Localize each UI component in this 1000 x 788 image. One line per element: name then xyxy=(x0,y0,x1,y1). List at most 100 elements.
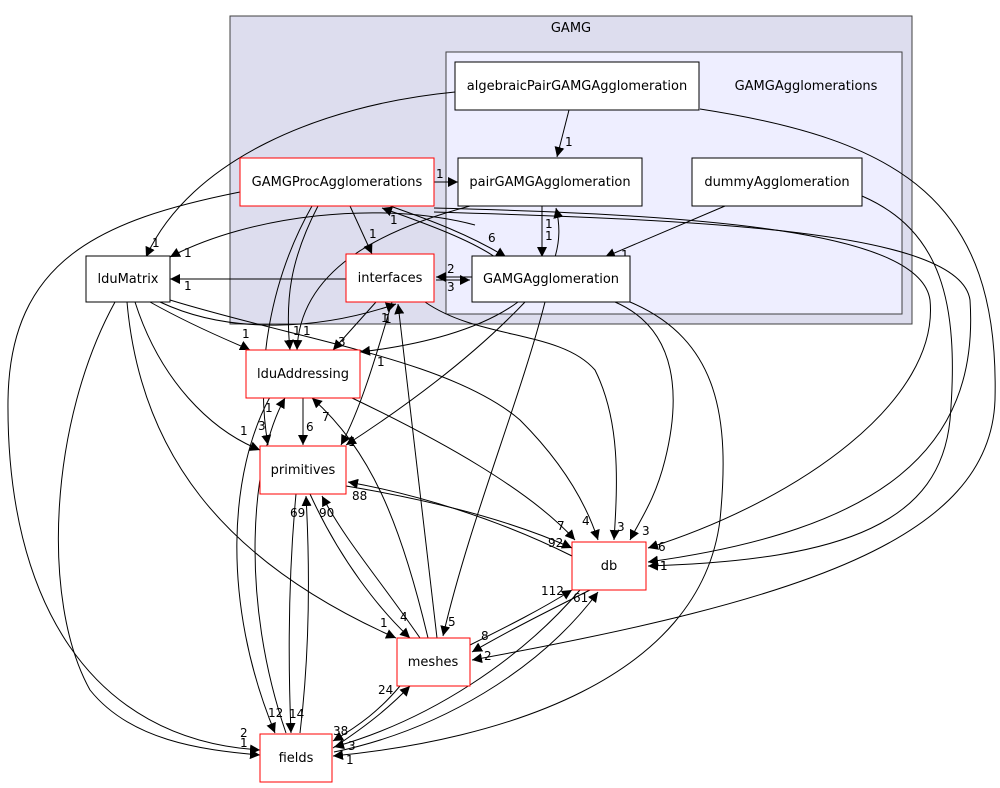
edge-ldumatrix-interfaces xyxy=(159,301,397,326)
edge-label: 2 xyxy=(484,649,492,663)
node-primitives[interactable]: primitives xyxy=(259,445,347,495)
edge-label: 2 xyxy=(240,726,248,740)
edge-label: 14 xyxy=(289,707,304,721)
edge-ldumatrix-db xyxy=(169,299,600,541)
edge-label: 3 xyxy=(258,419,266,433)
edge-label: 1 xyxy=(660,559,668,573)
edge-label: 7 xyxy=(322,410,330,424)
edge-label: 69 xyxy=(290,506,305,520)
node-gamgagglomeration[interactable]: GAMGAgglomeration xyxy=(471,255,631,303)
node-pairgamgagglomeration[interactable]: pairGAMGAgglomeration xyxy=(457,157,643,207)
edge-label: 3 xyxy=(348,739,356,753)
edge-ldumatrix-primitives xyxy=(134,301,261,451)
node-label: dummyAgglomeration xyxy=(704,175,849,190)
edge-label: 1 xyxy=(152,236,160,250)
edge-label: 3 xyxy=(642,524,650,538)
edge-ldumatrix-fields xyxy=(57,301,261,760)
node-label: db xyxy=(601,559,618,574)
node-label: lduMatrix xyxy=(97,272,158,287)
edge-gamgproc-db-a xyxy=(433,207,931,550)
edge-gamgagglomeration-db xyxy=(614,301,674,541)
edge-label: 6 xyxy=(488,231,496,245)
cluster-gamg-label: GAMG xyxy=(551,21,591,36)
edge-primitives-meshes xyxy=(309,493,411,639)
edge-fields-db xyxy=(333,591,599,753)
node-box xyxy=(239,157,435,207)
edge-gamgagglomeration-primitives xyxy=(345,301,526,446)
edge-gamgagglomeration-fields xyxy=(332,301,724,761)
node-meshes[interactable]: meshes xyxy=(396,637,471,687)
edge-fields-primitives xyxy=(299,495,312,734)
node-box xyxy=(345,253,435,303)
edge-primitives-db xyxy=(345,485,573,549)
edge-interfaces-db xyxy=(424,301,620,541)
node-interfaces[interactable]: interfaces xyxy=(345,253,435,303)
edge-label: 38 xyxy=(333,724,348,738)
edge-label: 1 xyxy=(303,324,311,338)
edge-label: 1 xyxy=(184,246,192,260)
node-box xyxy=(471,255,631,303)
edge-label: 1 xyxy=(369,227,377,241)
node-algebraicpairgamgagglomeration[interactable]: algebraicPairGAMGAgglomeration xyxy=(454,61,700,111)
edge-label: 1 xyxy=(545,217,553,231)
edge-label: 88 xyxy=(352,489,367,503)
edge-label: 1 xyxy=(660,559,668,573)
edge-label: 7 xyxy=(557,519,565,533)
edge-dummy-gamgagglomeration xyxy=(604,205,726,258)
edge-db-meshes xyxy=(471,589,591,653)
edge-ldumatrix-lduaddressing xyxy=(149,301,251,351)
node-box xyxy=(691,157,863,207)
edge-label: 1 xyxy=(346,753,354,767)
edge-label: 6 xyxy=(658,540,666,554)
edge-label: 1 xyxy=(384,312,392,326)
edge-primitives-fields xyxy=(285,493,297,734)
edge-label: 1 xyxy=(377,355,385,369)
node-label: meshes xyxy=(408,655,459,670)
edge-interfaces-primitives xyxy=(340,301,393,446)
node-label: algebraicPairGAMGAgglomeration xyxy=(467,79,687,94)
edge-label: 1 xyxy=(621,248,629,262)
edge-lduaddressing-db xyxy=(349,396,576,541)
edge-label: 1 xyxy=(240,736,248,750)
edge-gamgproc-fields xyxy=(7,191,261,755)
edge-algebraicpair-ldumatrix xyxy=(145,91,456,258)
edge-gamgproc-db-b xyxy=(433,211,972,566)
node-box xyxy=(85,255,171,303)
edge-label: 112 xyxy=(541,584,564,598)
edge-label: 2 xyxy=(447,262,455,276)
node-label: fields xyxy=(279,751,314,766)
edge-label: 1 xyxy=(240,424,248,438)
edge-label: 4 xyxy=(400,610,408,624)
edge-label: 12 xyxy=(268,706,283,720)
node-label: GAMGAgglomeration xyxy=(483,272,619,287)
edge-label: 1 xyxy=(381,311,389,325)
cluster-gamg-agglomerations-label: GAMGAgglomerations xyxy=(735,79,878,94)
edge-label: 1 xyxy=(390,213,398,227)
node-box xyxy=(396,637,471,687)
node-label: GAMGProcAgglomerations xyxy=(252,175,423,190)
edge-label: 5 xyxy=(448,615,456,629)
node-box xyxy=(245,349,361,399)
edge-label: 61 xyxy=(573,591,588,605)
edge-gamgagglomeration-meshes xyxy=(440,301,546,637)
node-box xyxy=(454,61,700,111)
edge-label: 1 xyxy=(242,327,250,341)
node-dummyagglomeration[interactable]: dummyAgglomeration xyxy=(691,157,863,207)
node-gamgprocagglomerations[interactable]: GAMGProcAgglomerations xyxy=(239,157,435,207)
node-label: interfaces xyxy=(358,271,423,286)
node-fields[interactable]: fields xyxy=(259,733,333,783)
node-label: lduAddressing xyxy=(257,367,349,382)
edges: 1 1 2 1 1 1 1 1 2 3 1 6 1 xyxy=(7,91,996,767)
node-lduaddressing[interactable]: lduAddressing xyxy=(245,349,361,399)
edge-label: 1 xyxy=(565,135,573,149)
edge-label: 8 xyxy=(481,629,489,643)
edge-dummy-db xyxy=(647,195,953,571)
edge-gamgproc-gamgagglomeration xyxy=(389,205,507,258)
edge-meshes-interfaces xyxy=(394,303,438,639)
edge-label: 1 xyxy=(436,167,444,181)
edge-label: 6 xyxy=(306,420,314,434)
edge-gamgagglomeration-lduaddressing xyxy=(359,301,519,356)
node-ldumatrix[interactable]: lduMatrix xyxy=(85,255,171,303)
node-db[interactable]: db xyxy=(571,541,647,591)
edge-meshes-primitives xyxy=(321,495,421,639)
